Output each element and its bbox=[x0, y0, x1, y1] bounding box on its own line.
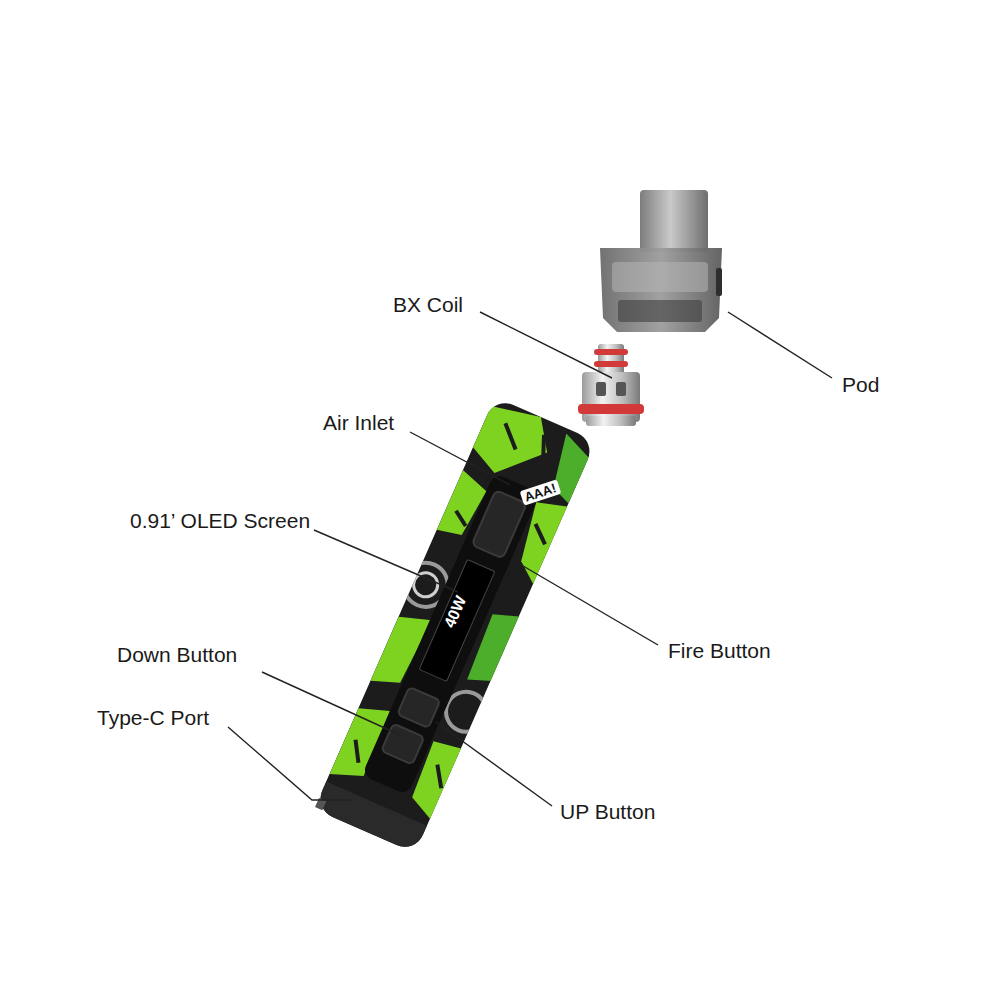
leader-lines bbox=[228, 312, 832, 806]
part-label: Fire Button bbox=[668, 639, 771, 663]
part-label: Air Inlet bbox=[323, 411, 394, 435]
part-label: Pod bbox=[842, 373, 879, 397]
part-label: 0.91’ OLED Screen bbox=[130, 509, 310, 533]
coil-drawing bbox=[578, 344, 644, 426]
device-body bbox=[301, 393, 605, 866]
part-label: Type-C Port bbox=[97, 706, 209, 730]
pod-drawing bbox=[600, 190, 722, 332]
part-label: UP Button bbox=[560, 800, 655, 824]
part-label: Down Button bbox=[117, 643, 237, 667]
part-label: BX Coil bbox=[393, 293, 463, 317]
